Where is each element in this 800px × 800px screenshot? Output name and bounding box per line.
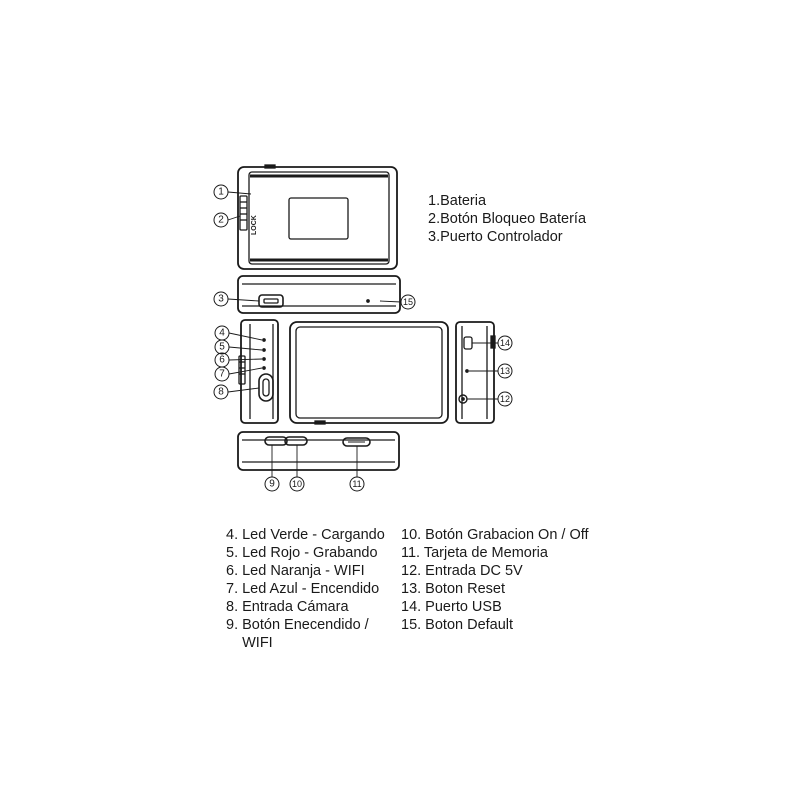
callout-8: 8 xyxy=(218,387,224,398)
default-button-hole[interactable] xyxy=(366,299,370,303)
callout-10: 10 xyxy=(292,479,302,489)
usb-port[interactable] xyxy=(463,336,473,350)
legend-item: 8. Entrada Cámara xyxy=(226,599,349,615)
callout-15: 15 xyxy=(403,297,413,307)
front-view xyxy=(289,321,449,425)
callout-14: 14 xyxy=(500,338,510,348)
lock-label: LOCK xyxy=(251,215,258,235)
legend-item: 7. Led Azul - Encendido xyxy=(226,581,380,597)
led-blue xyxy=(262,366,266,370)
callout-3: 3 xyxy=(218,294,224,305)
callout-5: 5 xyxy=(219,342,225,353)
legend-item: 12. Entrada DC 5V xyxy=(401,563,523,579)
legend-right: 10. Botón Grabacion On / Off 11. Tarjeta… xyxy=(401,526,589,634)
legend-item: 1.Bateria xyxy=(428,193,487,209)
legend-item: 6. Led Naranja - WIFI xyxy=(226,563,365,579)
record-button[interactable] xyxy=(284,436,308,446)
callout-4: 4 xyxy=(219,328,225,339)
legend-item: WIFI xyxy=(226,635,273,651)
memory-card-slot[interactable] xyxy=(342,437,371,447)
legend-top: 1.Bateria 2.Botón Bloqueo Batería 3.Puer… xyxy=(428,192,586,246)
legend-item: 2.Botón Bloqueo Batería xyxy=(428,211,587,227)
callout-9: 9 xyxy=(269,479,275,490)
power-wifi-side-switch[interactable] xyxy=(238,355,246,385)
legend-item: 10. Botón Grabacion On / Off xyxy=(401,527,589,543)
callout-1: 1 xyxy=(218,187,224,198)
leader-lines xyxy=(227,191,498,477)
legend-item: 11. Tarjeta de Memoria xyxy=(401,545,548,561)
battery-lock-slider[interactable] xyxy=(239,195,248,231)
controller-port[interactable] xyxy=(258,294,284,308)
led-orange xyxy=(262,357,266,361)
camera-input[interactable] xyxy=(258,373,274,402)
left-side-view xyxy=(238,319,279,424)
power-wifi-button[interactable] xyxy=(264,436,288,446)
callout-12: 12 xyxy=(500,394,510,404)
callout-2: 2 xyxy=(218,215,224,226)
legend-item: 5. Led Rojo - Grabando xyxy=(226,545,378,561)
legend-item: 3.Puerto Controlador xyxy=(428,229,563,245)
back-view xyxy=(237,164,398,270)
callout-circles xyxy=(213,184,513,492)
legend-item: 14. Puerto USB xyxy=(401,599,502,615)
led-red xyxy=(262,348,266,352)
legend-item: 9. Botón Enecendido / xyxy=(226,617,369,633)
callout-13: 13 xyxy=(500,366,510,376)
legend-item: 13. Boton Reset xyxy=(401,581,505,597)
legend-item: 15. Boton Default xyxy=(401,617,514,633)
callout-11: 11 xyxy=(352,479,361,489)
reset-button-hole[interactable] xyxy=(465,369,469,373)
right-side-view xyxy=(455,321,496,424)
legend-left: 4. Led Verde - Cargando 5. Led Rojo - Gr… xyxy=(226,526,385,652)
legend-item: 4. Led Verde - Cargando xyxy=(226,527,385,543)
callout-7: 7 xyxy=(219,369,225,380)
callout-6: 6 xyxy=(219,355,225,366)
led-green xyxy=(262,338,266,342)
top-view xyxy=(237,275,401,314)
bottom-view xyxy=(237,431,400,471)
